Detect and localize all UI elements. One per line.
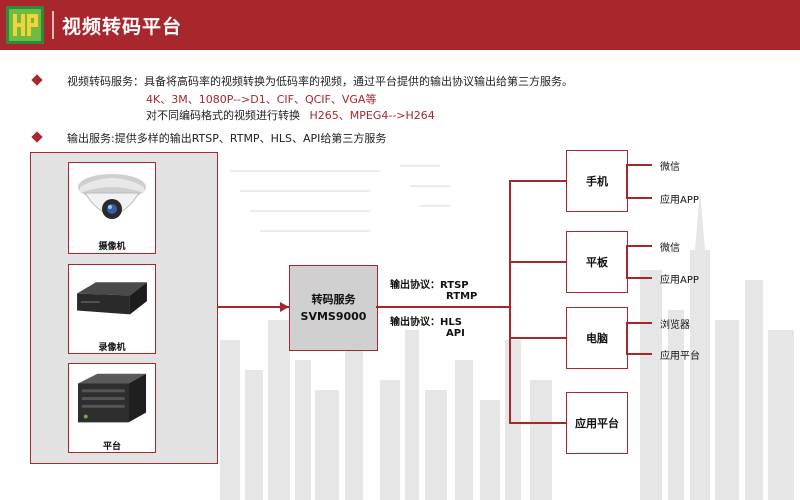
distribution-bus [509,180,511,423]
intro-line-2: 4K、3M、1080P-->D1、CIF、QCIF、VGA等 [146,93,377,106]
nvr-icon [77,282,147,315]
hp-logo-icon [6,6,44,44]
leaf-pc-browser: 浏览器 [660,320,690,331]
intro-line-1: 视频转码服务：具备将高码率的视频转换为低码率的视频，通过平台提供的输出协议输出给… [67,75,573,88]
protocol-2-item-1: HLS [440,317,462,328]
center-line-2: SVMS9000 [300,310,367,323]
leaf-phone-wechat: 微信 [660,162,680,173]
leaf-phone-app: 应用APP [660,195,699,206]
server-icon [77,373,147,423]
leaf-tablet-app: 应用APP [660,275,699,286]
target-label-phone: 手机 [586,175,608,188]
target-label-tablet: 平板 [586,256,608,269]
source-label-camera: 摄像机 [98,242,126,252]
header-bar: 视频转码平台 [0,0,800,50]
leaf-line-tablet-1 [626,245,652,247]
header-separator [52,11,54,39]
leaf-stem-pc [626,322,628,354]
protocol-1-item-1: RTSP [440,280,469,291]
bus-branch-pc [509,337,566,339]
target-box-pc: 电脑 [566,307,628,369]
bus-branch-app-platform [509,422,566,424]
source-label-platform: 平台 [102,442,121,452]
target-box-phone: 手机 [566,150,628,212]
target-label-app-platform: 应用平台 [575,417,619,430]
leaf-stem-tablet [626,245,628,278]
bus-branch-phone [509,180,566,182]
protocol-2-prefix: 输出协议： [390,317,440,328]
intro-line-3-prefix: 对不同编码格式的视频进行转换 [146,109,300,122]
leaf-line-tablet-2 [626,277,652,279]
source-label-recorder: 录像机 [98,343,126,353]
leaf-line-phone-2 [626,197,652,199]
protocol-label-2: 输出协议：HLS [390,313,462,328]
intro-line-3-suffix: H265、MPEG4-->H264 [309,109,435,122]
source-card-recorder: 录像机 [68,264,156,354]
dome-camera-icon [78,174,146,219]
bullet-marker [31,131,43,143]
intro-line-4: 输出服务:提供多样的输出RTSP、RTMP、HLS、API给第三方服务 [67,132,387,145]
source-card-platform: 平台 [68,363,156,453]
leaf-line-pc-2 [626,353,652,355]
page-title: 视频转码平台 [62,16,183,38]
leaf-pc-app-platform: 应用平台 [660,351,700,362]
leaf-line-phone-1 [626,164,652,166]
intro-line-3: 对不同编码格式的视频进行转换 H265、MPEG4-->H264 [146,107,435,123]
source-card-camera: 摄像机 [68,162,156,254]
leaf-tablet-wechat: 微信 [660,243,680,254]
protocol-1-prefix: 输出协议： [390,280,440,291]
connector-panel-to-center [217,306,289,308]
center-line-1: 转码服务 [311,293,356,306]
target-box-app-platform: 应用平台 [566,392,628,454]
city-skyline-background [220,165,794,500]
protocol-1-item-2: RTMP [446,291,478,302]
bus-branch-tablet [509,261,566,263]
protocol-2-item-2: API [446,328,465,339]
target-label-pc: 电脑 [586,332,608,345]
arrow-head-icon [280,302,289,312]
leaf-line-pc-1 [626,322,652,324]
transcode-service-box: 转码服务 SVMS9000 [289,265,378,351]
protocol-label-1: 输出协议：RTSP [390,276,469,291]
leaf-stem-phone [626,164,628,198]
target-box-tablet: 平板 [566,231,628,293]
connector-center-to-bus [376,306,510,308]
bullet-marker [31,74,43,86]
